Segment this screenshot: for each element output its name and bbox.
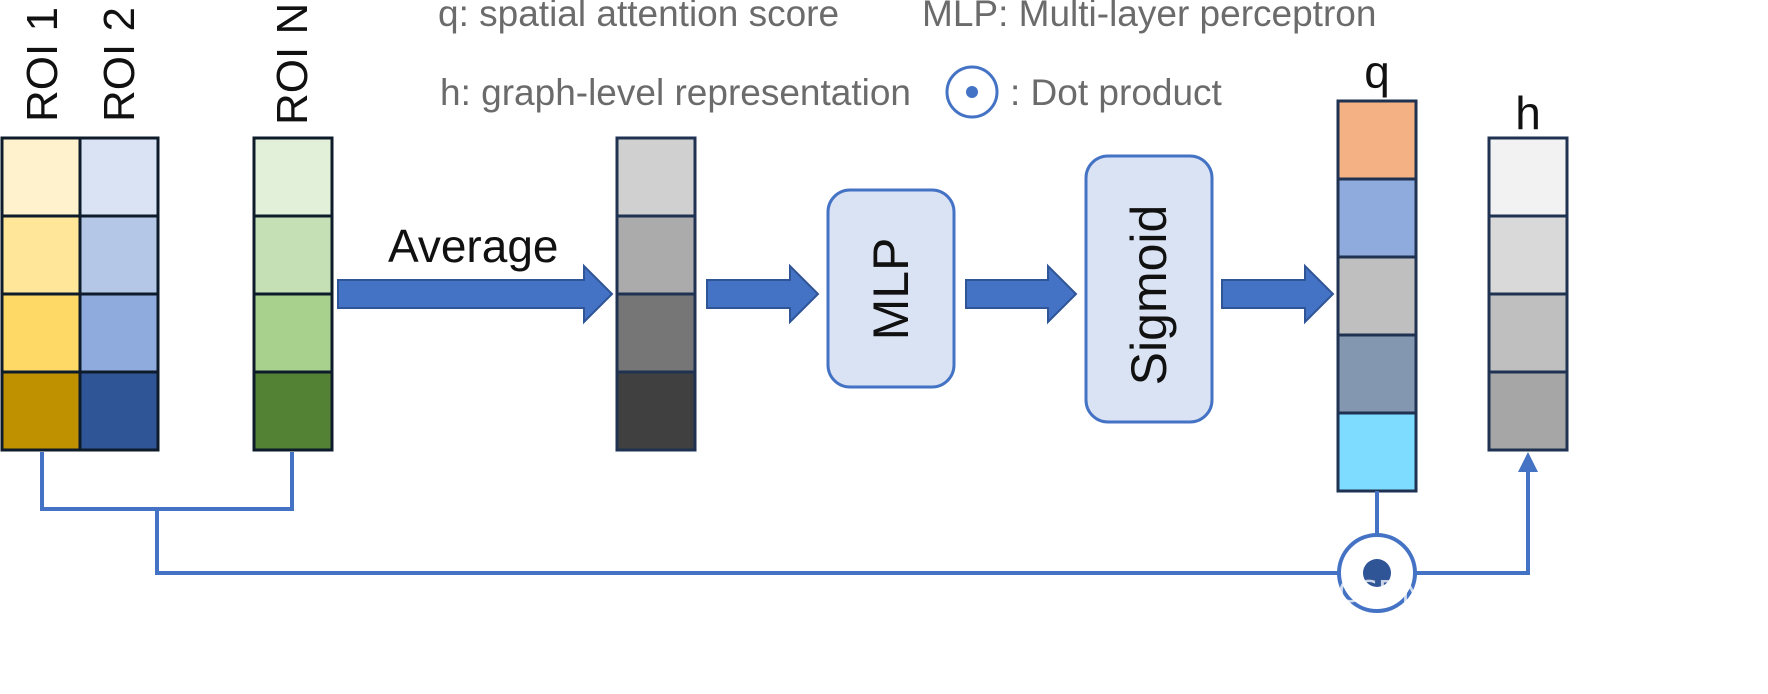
legend-dot-product-definition: : Dot product <box>1010 72 1223 113</box>
sigmoid-label: Sigmoid <box>1121 205 1177 386</box>
average-label: Average <box>388 220 559 272</box>
q-attention-vector <box>1336 99 1418 493</box>
legend-h-definition: h: graph-level representation <box>440 72 911 113</box>
arrow-to-mlp <box>706 263 820 325</box>
q-cell <box>1336 255 1418 337</box>
q-cell <box>1336 333 1418 415</box>
roi-2-label: ROI 2 <box>95 7 144 122</box>
q-label: q <box>1364 46 1390 98</box>
h-cell <box>1487 292 1569 374</box>
roi-n-cell <box>252 292 334 374</box>
h-graph-representation-vector <box>1487 136 1569 452</box>
arrowhead-to-h-icon <box>1518 452 1538 472</box>
roi-n-cell <box>252 370 334 452</box>
legend-mlp-definition: MLP: Multi-layer perceptron <box>922 0 1376 34</box>
roi-1-cell <box>0 214 82 296</box>
averaged-cell <box>615 214 697 296</box>
h-cell <box>1487 370 1569 452</box>
arrow-to-q <box>1221 263 1335 325</box>
dot-product-icon <box>1337 533 1417 613</box>
mlp-box <box>826 188 956 389</box>
roi-n-cell <box>252 214 334 296</box>
h-label: h <box>1515 87 1541 139</box>
roi-1-feature-column <box>0 136 82 452</box>
roi-1-cell <box>0 370 82 452</box>
roi-2-cell <box>78 136 160 218</box>
roi-1-cell <box>0 136 82 218</box>
h-cell <box>1487 214 1569 296</box>
roi-n-label: ROI N <box>268 3 317 125</box>
averaged-cell <box>615 136 697 218</box>
roi-n-cell <box>252 136 334 218</box>
h-cell <box>1487 136 1569 218</box>
legend-q-definition: q: spatial attention score <box>438 0 839 34</box>
dot-product-to-h-line <box>1415 470 1530 575</box>
roi-2-cell <box>78 292 160 374</box>
roi-1-cell <box>0 292 82 374</box>
mlp-label: MLP <box>863 238 919 341</box>
roi-1-label: ROI 1 <box>18 7 67 122</box>
averaged-cell <box>615 370 697 452</box>
legend-dot-product-icon <box>945 65 999 119</box>
q-cell <box>1336 177 1418 259</box>
roi-to-dot-product-connector <box>40 452 1340 575</box>
roi-2-cell <box>78 370 160 452</box>
average-arrow <box>337 263 614 325</box>
roi-n-feature-column <box>252 136 334 452</box>
arrow-to-sigmoid <box>965 263 1078 325</box>
averaged-cell <box>615 292 697 374</box>
q-cell <box>1336 411 1418 493</box>
roi-2-feature-column <box>78 136 160 452</box>
sigmoid-box <box>1084 154 1214 424</box>
q-cell <box>1336 99 1418 181</box>
roi-2-cell <box>78 214 160 296</box>
averaged-feature-vector <box>615 136 697 452</box>
watermark: CSDN @夏莉莉iy <box>1338 575 1579 610</box>
